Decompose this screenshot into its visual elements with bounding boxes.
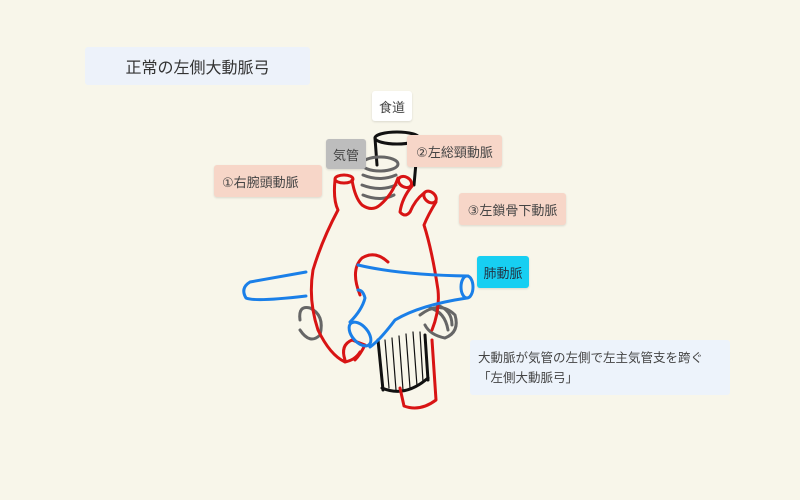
left-common-carotid-label: ②左総頸動脈: [407, 135, 502, 167]
esophagus-label: 食道: [372, 91, 412, 121]
right-brachiocephalic-label: ①右腕頭動脈: [214, 165, 322, 197]
explanation-note: 大動脈が気管の左側で左主気管支を跨ぐ 「左側大動脈弓」: [470, 340, 730, 395]
diagram-title: 正常の左側大動脈弓: [85, 47, 310, 85]
note-line-2: 「左側大動脈弓」: [478, 369, 579, 385]
left-subclavian-label: ③左鎖骨下動脈: [459, 193, 566, 225]
note-line-1: 大動脈が気管の左側で左主気管支を跨ぐ: [478, 349, 704, 365]
pulmonary-artery-label: 肺動脈: [477, 256, 529, 288]
trachea-drawing: [298, 155, 458, 341]
trachea-label: 気管: [326, 139, 366, 169]
aorta-drawing: [309, 173, 440, 410]
pulmonary-artery-drawing: [242, 263, 475, 349]
